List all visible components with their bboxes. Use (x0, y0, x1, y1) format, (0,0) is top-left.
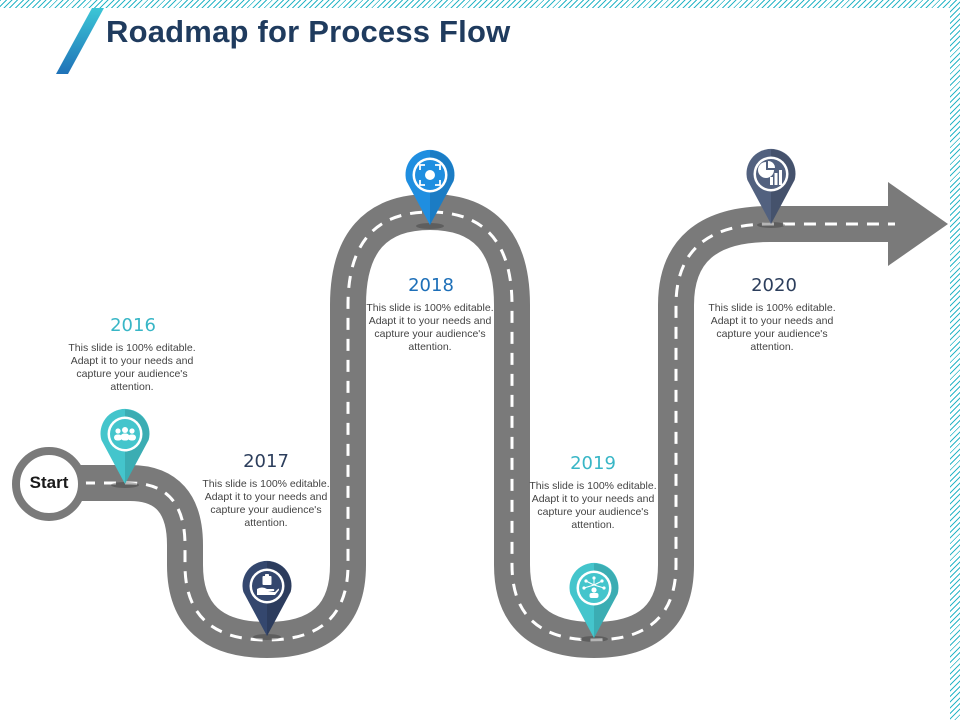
hand-briefcase-icon (257, 574, 279, 595)
milestone-year-2016: 2016 (110, 315, 156, 336)
milestone-year-2019: 2019 (570, 453, 616, 474)
pin-2016 (100, 408, 150, 488)
pin-2018 (405, 149, 455, 229)
pin-2020 (746, 148, 796, 228)
page-title: Roadmap for Process Flow (106, 14, 511, 49)
title-accent-slash (56, 8, 104, 74)
network-person-icon (582, 576, 606, 598)
road (62, 182, 948, 658)
pie-bar-chart-icon (758, 161, 782, 185)
milestone-year-2017: 2017 (243, 451, 289, 472)
milestone-year-2018: 2018 (408, 275, 454, 296)
milestone-text-2017: This slide is 100% editable. Adapt it to… (202, 478, 330, 529)
pin-2019 (569, 562, 619, 642)
milestone-text-2020: This slide is 100% editable. Adapt it to… (708, 302, 836, 353)
start-label: Start (29, 473, 69, 492)
milestone-text-2019: This slide is 100% editable. Adapt it to… (529, 480, 657, 531)
focus-target-icon (419, 164, 441, 186)
milestone-text-2016: This slide is 100% editable. Adapt it to… (68, 342, 196, 393)
start-circle (12, 447, 86, 521)
milestone-text-2018: This slide is 100% editable. Adapt it to… (366, 302, 494, 353)
team-icon (114, 427, 136, 441)
right-hatch-border (950, 0, 960, 720)
top-hatch-border (0, 0, 960, 8)
pin-2017 (242, 560, 292, 640)
milestone-year-2020: 2020 (751, 275, 797, 296)
road-arrow-head (888, 182, 948, 266)
